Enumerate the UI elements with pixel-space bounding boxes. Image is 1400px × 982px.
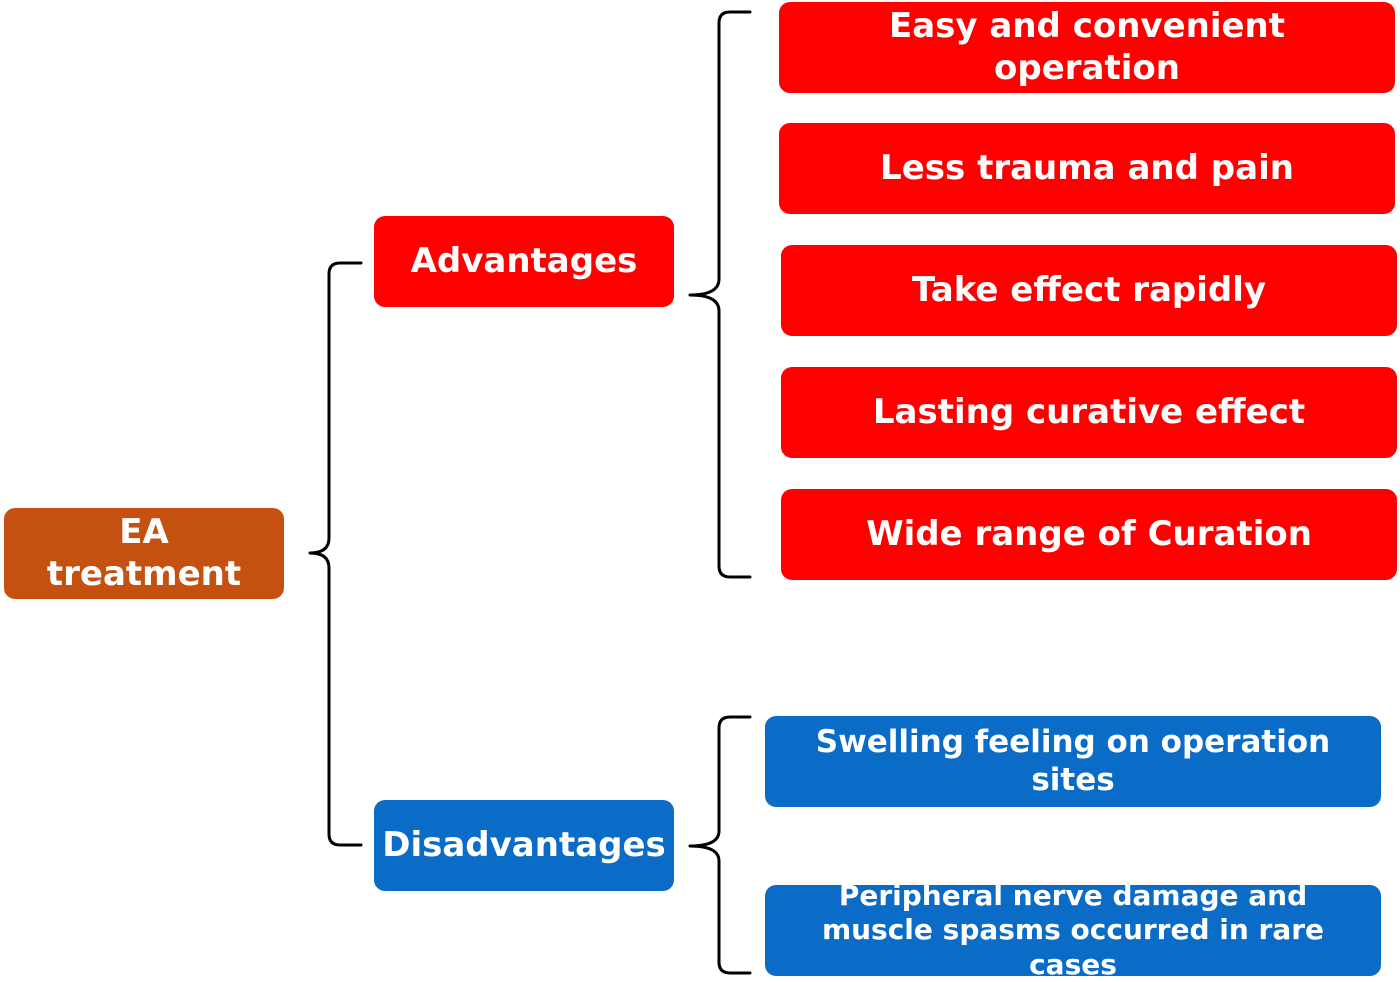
advantages-node: Advantages bbox=[374, 216, 674, 307]
disadvantages-node-label: Disadvantages bbox=[382, 824, 666, 865]
root-node: EA treatment bbox=[4, 508, 284, 599]
root-node-label: EA treatment bbox=[46, 512, 242, 594]
advantage-item-label: Wide range of Curation bbox=[866, 513, 1312, 554]
advantage-item-label: Lasting curative effect bbox=[872, 391, 1306, 432]
disadvantage-item-swelling: Swelling feeling on operation sites bbox=[765, 716, 1381, 807]
disadvantages-node: Disadvantages bbox=[374, 800, 674, 891]
advantage-item-easy-operation: Easy and convenient operation bbox=[779, 2, 1395, 93]
advantage-item-rapid-effect: Take effect rapidly bbox=[781, 245, 1397, 336]
advantage-item-wide-range: Wide range of Curation bbox=[781, 489, 1397, 580]
disadvantages-bracket bbox=[688, 715, 752, 975]
advantage-item-lasting-effect: Lasting curative effect bbox=[781, 367, 1397, 458]
advantage-item-label: Less trauma and pain bbox=[880, 147, 1294, 188]
disadvantage-item-nerve-damage: Peripheral nerve damage and muscle spasm… bbox=[765, 879, 1381, 981]
advantages-node-label: Advantages bbox=[410, 240, 638, 281]
disadvantage-item-label: Peripheral nerve damage and muscle spasm… bbox=[821, 879, 1325, 981]
root-bracket bbox=[308, 261, 363, 847]
disadvantage-item-label: Swelling feeling on operation sites bbox=[815, 723, 1331, 798]
advantages-bracket bbox=[688, 10, 752, 579]
advantage-item-less-trauma: Less trauma and pain bbox=[779, 123, 1395, 214]
advantage-item-label: Take effect rapidly bbox=[911, 269, 1267, 310]
advantage-item-label: Easy and convenient operation bbox=[888, 6, 1286, 88]
